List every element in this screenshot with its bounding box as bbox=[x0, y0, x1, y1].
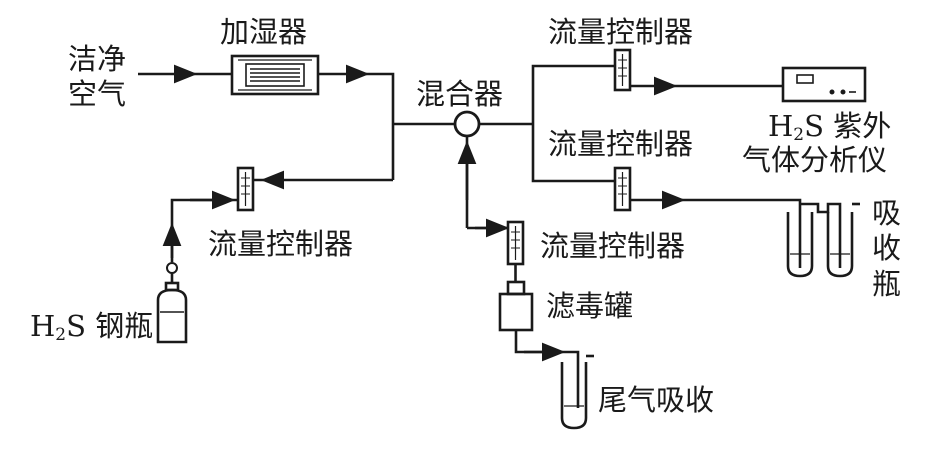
flow-controller-right-label: 流量控制器 bbox=[548, 127, 694, 161]
flowmeter-top bbox=[613, 48, 632, 92]
clean-air-label: 洁净 空气 bbox=[68, 42, 126, 113]
absorption-bottle-label-1: 吸 bbox=[872, 196, 902, 230]
uv-analyzer bbox=[781, 66, 867, 103]
flowmeter-bottom bbox=[506, 220, 525, 282]
absorption-bottle-label-3: 瓶 bbox=[872, 266, 902, 301]
split-lines bbox=[531, 64, 615, 183]
clean-air-label-line1: 洁净 bbox=[68, 42, 127, 76]
filter-canister-unit bbox=[498, 280, 568, 362]
bottom-branch-line bbox=[457, 136, 510, 238]
analyzer-label-h: H bbox=[768, 109, 794, 143]
cylinder-label-h: H bbox=[30, 309, 56, 343]
h2s-cylinder-label: H2S 钢瓶 bbox=[30, 312, 153, 344]
cylinder-label-sub: 2 bbox=[55, 325, 67, 345]
absorption-bottle-label: 吸 收 瓶 bbox=[872, 196, 901, 302]
flowmeter-h2s bbox=[236, 166, 255, 212]
clean-air-label-line2: 空气 bbox=[68, 77, 127, 112]
analyzer-label-line1: H2S 紫外 bbox=[768, 112, 891, 144]
absorption-bottle-label-2: 收 bbox=[872, 231, 902, 266]
filter-canister-label: 滤毒罐 bbox=[546, 289, 634, 323]
cylinder-line bbox=[162, 190, 238, 262]
cylinder-label-rest: S 钢瓶 bbox=[66, 309, 154, 343]
analyzer-label-rest: S 紫外 bbox=[804, 109, 892, 143]
analyzer-label-line2: 气体分析仪 bbox=[742, 143, 888, 177]
absorption-bottles bbox=[782, 198, 860, 278]
tail-gas-bottle bbox=[560, 350, 594, 430]
humidifier-outlet-line bbox=[318, 64, 455, 180]
humidifier-unit bbox=[230, 54, 320, 96]
flow-controller-bottom-label: 流量控制器 bbox=[540, 229, 686, 263]
analyzer-label-sub: 2 bbox=[793, 125, 805, 145]
humidifier-label: 加湿器 bbox=[220, 15, 308, 49]
flowmeter-right bbox=[613, 166, 632, 212]
mixer-label: 混合器 bbox=[416, 77, 504, 111]
mixer-unit bbox=[453, 110, 533, 138]
h2s-cylinder bbox=[156, 262, 188, 344]
tail-gas-label: 尾气吸收 bbox=[598, 383, 715, 417]
flow-controller-h2s-label: 流量控制器 bbox=[208, 227, 354, 261]
flow-controller-top-label: 流量控制器 bbox=[548, 15, 694, 49]
